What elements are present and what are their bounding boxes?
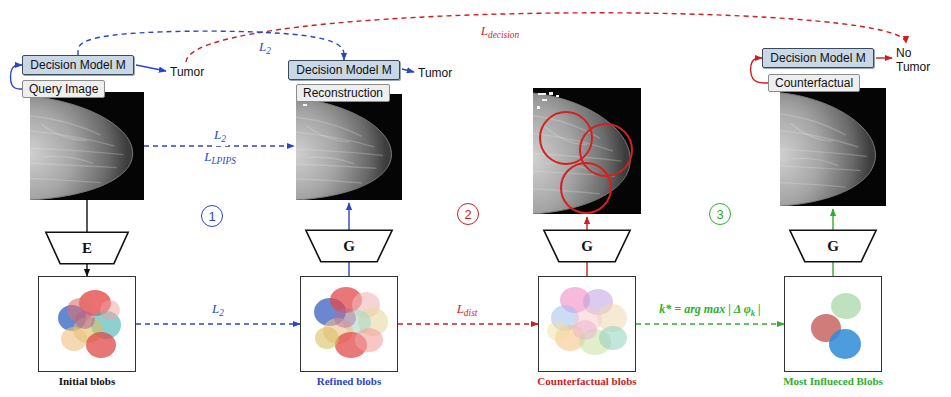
trapezoid-shape	[790, 230, 876, 261]
edge-label: L2	[257, 40, 273, 58]
node-text: Counterfactual	[775, 76, 853, 90]
subscript: 2	[219, 308, 224, 318]
connector	[398, 323, 538, 324]
counterfactual-mammogram	[533, 88, 641, 214]
text-part: |	[755, 302, 761, 316]
trapezoid-shape	[46, 232, 128, 263]
node-text: 2	[464, 207, 471, 222]
node-text: 3	[716, 207, 723, 222]
panel-caption: Counterfactual blobs	[537, 375, 636, 388]
node-text: Reconstruction	[303, 86, 383, 100]
decision-arrow	[402, 69, 414, 72]
counterfactual-blobs-art	[547, 287, 627, 355]
final-mammogram	[780, 88, 886, 206]
connector	[11, 65, 23, 89]
blob-panel: Refined blobs	[300, 276, 398, 372]
encoder-trapezoid: E	[45, 232, 129, 264]
loss-label: LLPIPS	[202, 150, 238, 168]
text-part: L	[214, 127, 221, 142]
subscript: dist	[464, 308, 478, 318]
node-text: Decision Model M	[296, 63, 391, 77]
generator-output-arrow	[832, 209, 833, 230]
generator-output-arrow	[586, 217, 587, 230]
blob-panel: Counterfactual blobs	[538, 276, 636, 372]
text-part: L	[204, 149, 211, 164]
model-box: Decision Model M	[22, 55, 134, 75]
step-number: 1	[201, 205, 223, 227]
image-tag: Counterfactual	[768, 74, 860, 92]
generator-trapezoid: G	[789, 230, 877, 262]
encoder-input-line	[86, 200, 87, 232]
node-text: E	[82, 240, 92, 257]
initial-blobs-art	[58, 290, 121, 358]
panel-caption: Refined blobs	[317, 375, 382, 388]
blob-panel: Initial blobs	[38, 276, 136, 372]
connector	[86, 264, 87, 276]
generator-output-arrow	[348, 203, 349, 230]
generator-trapezoid: G	[543, 230, 631, 262]
decision-arrow	[136, 65, 166, 71]
generator-trapezoid: G	[305, 230, 393, 262]
trapezoid-shape	[544, 230, 630, 261]
image-tag: Query Image	[22, 80, 105, 98]
text-part: L	[457, 301, 464, 316]
subscript: LPIPS	[211, 156, 235, 166]
text-part: L	[481, 23, 488, 38]
node-text: G	[581, 238, 593, 255]
connector	[348, 262, 349, 276]
edge-label: k* = arg max | Δ φk |	[657, 302, 762, 320]
text-part: k* = arg max | Δ φ	[659, 302, 750, 316]
query-mammogram	[30, 92, 144, 200]
output-label: Tumor	[418, 66, 452, 80]
decision-arrow	[876, 57, 892, 58]
node-text: G	[343, 238, 355, 255]
subscript: k	[751, 308, 755, 318]
subscript: 2	[221, 134, 226, 144]
mammogram-images	[30, 88, 886, 214]
connector	[636, 323, 784, 324]
node-text: 1	[208, 209, 215, 224]
subscript: 2	[266, 46, 271, 56]
edge-label: Ldist	[455, 302, 480, 320]
node-text: Query Image	[29, 82, 98, 96]
subscript: decision	[488, 30, 519, 40]
connector	[832, 262, 833, 276]
connector	[136, 323, 300, 324]
text-part: L	[212, 301, 219, 316]
panel-caption: Most Influeced Blobs	[783, 375, 883, 388]
influenced-blobs-art	[811, 293, 861, 359]
edge-label: L2	[210, 302, 226, 320]
node-text: G	[827, 238, 839, 255]
blob-illustrations	[58, 287, 861, 359]
connector	[586, 262, 587, 276]
step-number: 3	[709, 203, 731, 225]
refined-blobs-art	[314, 287, 388, 358]
blob-panel: Most Influeced Blobs	[784, 276, 882, 372]
step-number: 2	[457, 203, 479, 225]
layout-arrows	[87, 13, 906, 232]
text-part: L	[259, 39, 266, 54]
highlight-circles	[540, 112, 632, 213]
loss-label: Ldecision	[479, 24, 521, 42]
panel-caption: Initial blobs	[59, 375, 116, 388]
trapezoid-shape	[306, 230, 392, 261]
model-box: Decision Model M	[762, 48, 874, 68]
output-label: No Tumor	[896, 46, 936, 74]
reconstruction-mammogram	[296, 94, 402, 200]
image-tag: Reconstruction	[296, 84, 390, 102]
loss-label: L2	[212, 128, 228, 146]
model-box: Decision Model M	[288, 60, 400, 80]
node-text: Decision Model M	[30, 58, 125, 72]
output-label: Tumor	[170, 65, 204, 79]
node-text: Decision Model M	[770, 51, 865, 65]
